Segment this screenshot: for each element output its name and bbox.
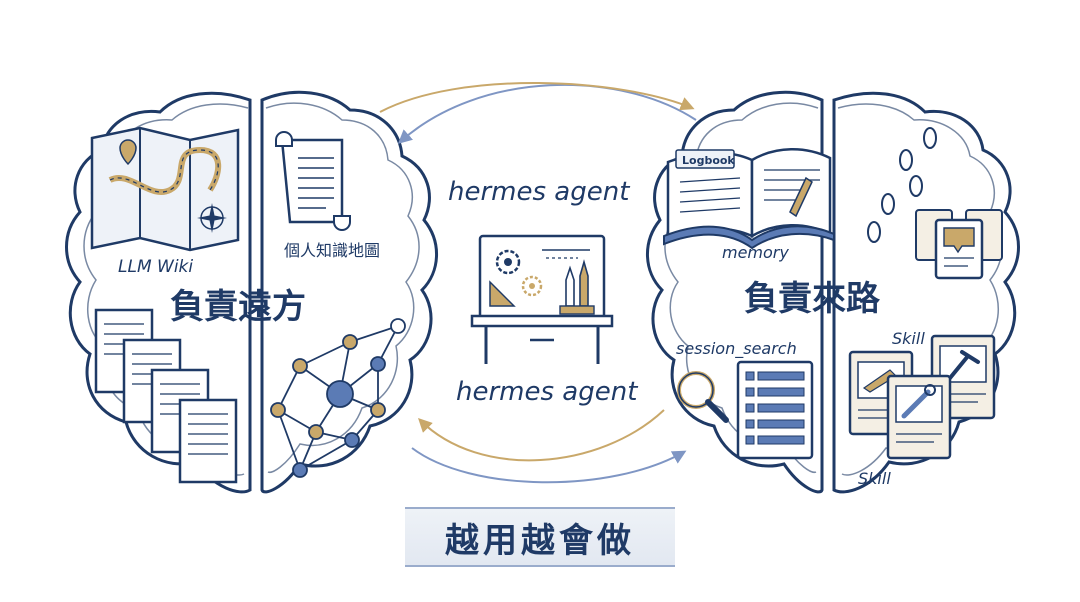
cards-icon [915,209,1003,280]
top-arrow-blue [397,83,697,144]
footprints-icon [867,127,937,243]
center-cycle: hermes agent hermes agent [379,81,697,484]
bottom-arrow-blue [411,447,687,484]
footer-text: 越用越會做 [445,520,635,561]
stacked-documents-icon [94,308,238,484]
scroll-icon [275,131,351,231]
right-brain-headline: 負責來路 [744,279,881,319]
logbook-icon [663,148,835,250]
map-icon [90,126,240,252]
knowledge-graph-icon [270,318,406,478]
bottom-arrow-gold [418,409,665,462]
hermes-agent-top-label: hermes agent [448,177,630,207]
memory-label: memory [722,243,789,262]
footer-banner: 越用越會做 [405,507,675,567]
result-list-icon [736,360,814,460]
skill-bottom-label: Skill [858,469,891,488]
left-brain: LLM Wiki 個人知識地圖 負責遠方 [65,90,438,494]
top-arrow-gold [379,81,695,113]
llm-wiki-label: LLM Wiki [118,257,193,277]
hermes-agent-bottom-label: hermes agent [456,377,638,407]
magnifier-icon [677,371,729,423]
knowledge-map-label: 個人知識地圖 [284,241,380,260]
skill-cards-icon [848,334,996,460]
workbench-icon [470,234,614,364]
left-brain-headline: 負責遠方 [170,287,306,327]
logbook-label: Logbook [682,154,735,167]
skill-top-label: Skill [892,329,925,348]
right-brain: Logbook memory 負責來路 session_search [646,90,1020,494]
session-search-label: session_search [676,339,797,359]
